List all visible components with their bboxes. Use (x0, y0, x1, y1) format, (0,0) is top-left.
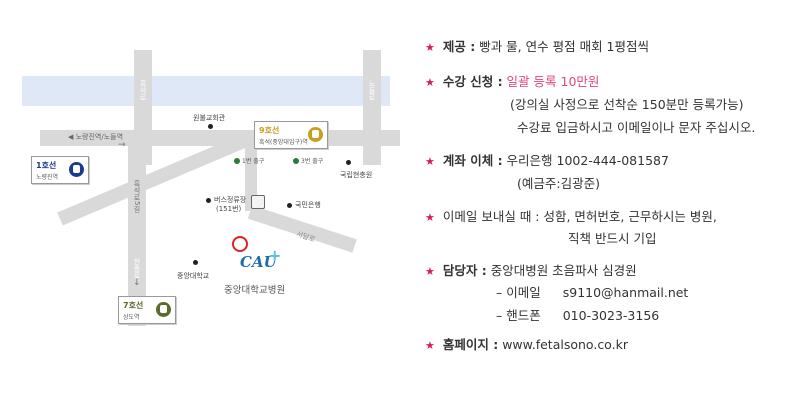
road-label-right: 노들로 (368, 80, 376, 101)
bus-stop-dot (206, 198, 211, 203)
email-note-text: 이메일 보내실 때 : 성함, 면허번호, 근무하시는 병원, (442, 209, 717, 224)
station-line7: 7호선 상도역 (118, 296, 176, 324)
road-diagonal-right (247, 205, 357, 253)
info-homepage: ★ 홈페이지 : www.fetalsono.co.kr (425, 334, 628, 353)
location-marker-icon (232, 236, 248, 252)
place-cemetery: 국립현충원 (340, 171, 373, 179)
place-church: 원불교회관 (193, 114, 226, 122)
contact-person: 중앙대병원 초음파사 심경원 (486, 263, 637, 278)
train-icon (69, 162, 84, 177)
star-icon: ★ (425, 76, 435, 89)
han-river (22, 76, 390, 106)
exit-a: 1번 출구 (234, 156, 264, 165)
transfer-holder: (예금주:김광준) (517, 176, 600, 191)
place-bus-number: (151번) (216, 205, 242, 213)
arrow-left-icon: ◀ (68, 133, 76, 141)
registration-label: 수강 신청 : (442, 74, 503, 89)
station-line9: 9호선 흑석(중앙대입구)역 (254, 121, 328, 149)
road-right-vertical (363, 50, 381, 165)
train-icon (156, 302, 171, 317)
station-line7-name: 상도역 (123, 314, 140, 321)
transfer-account: 우리은행 1002-444-081587 (502, 153, 669, 168)
contact-email[interactable]: s9110@hanmail.net (562, 285, 689, 300)
contact-email-label: – 이메일 (496, 285, 541, 300)
registration-note-2: 수강료 입금하시고 이메일이나 문자 주십시오. (517, 120, 756, 135)
contact-email-row: – 이메일 s9110@hanmail.net (496, 282, 688, 301)
place-university: 중앙대학교 (177, 272, 210, 280)
road-label-left: 흑석로 (139, 80, 147, 101)
cau-logo-text: CAU (240, 253, 277, 271)
bus-icon (251, 195, 265, 209)
cau-logo: CAU + (240, 246, 281, 271)
contact-phone: 010-3023-3156 (562, 308, 660, 323)
university-dot (193, 260, 198, 265)
road-short-mid (245, 146, 257, 211)
place-bus-stop: 버스정류장 (214, 196, 247, 204)
arrow-right-icon: → (118, 140, 126, 150)
church-dot (208, 124, 213, 129)
homepage-link[interactable]: www.fetalsono.co.kr (498, 337, 628, 352)
info-contact: ★ 담당자 : 중앙대병원 초음파사 심경원 (425, 260, 637, 279)
star-icon: ★ (425, 265, 435, 278)
station-line9-name: 흑석(중앙대입구)역 (259, 139, 308, 146)
exit-b: 3번 출구 (293, 156, 323, 165)
star-icon: ★ (425, 339, 435, 352)
station-line1-line: 1호선 (36, 161, 57, 170)
station-line7-line: 7호선 (123, 301, 144, 310)
contact-phone-label: – 핸드폰 (496, 308, 541, 323)
star-icon: ★ (425, 155, 435, 168)
road-label-mid: 흑석로5길 (133, 180, 141, 213)
place-bank: 국민은행 (295, 201, 321, 209)
course-info: ★ 제공 : 빵과 물, 연수 평점 매회 1평점씩 ★ 수강 신청 : 일괄 등록… (420, 0, 800, 419)
registration-fee: 일괄 등록 10만원 (502, 74, 600, 89)
exit-icon (293, 158, 299, 164)
station-line1: 1호선 노량진역 (31, 156, 89, 184)
info-email-note: ★ 이메일 보내실 때 : 성함, 면허번호, 근무하시는 병원, (425, 206, 717, 225)
star-icon: ★ (425, 211, 435, 224)
star-icon: ★ (425, 41, 435, 54)
contact-label: 담당자 : (442, 263, 487, 278)
cemetery-dot (346, 160, 351, 165)
train-icon (308, 127, 323, 142)
provision-label: 제공 : (442, 39, 476, 54)
road-label-north: ◀ 노량진역/노들역 (68, 133, 124, 141)
info-provision: ★ 제공 : 빵과 물, 연수 평점 매회 1평점씩 (425, 36, 649, 55)
station-line1-name: 노량진역 (36, 174, 59, 181)
station-line9-line: 9호선 (259, 126, 280, 135)
place-hospital: 중앙대학교병원 (224, 285, 286, 296)
arrow-down-icon: ↓ (133, 278, 141, 288)
homepage-label: 홈페이지 : (442, 337, 499, 352)
location-map: 흑석로 노들로 ◀ 노량진역/노들역 흑석로5길 현충로 서달로 ↓ → 원불교… (22, 50, 400, 326)
info-transfer: ★ 계좌 이체 : 우리은행 1002-444-081587 (425, 150, 669, 169)
bank-dot (287, 203, 292, 208)
road-label-lower: 현충로 (133, 258, 141, 279)
info-registration: ★ 수강 신청 : 일괄 등록 10만원 (425, 71, 599, 90)
contact-phone-row: – 핸드폰 010-3023-3156 (496, 305, 659, 324)
cross-icon: + (268, 246, 282, 265)
exit-icon (234, 158, 240, 164)
email-note-sub: 직책 반드시 기입 (568, 231, 657, 246)
transfer-label: 계좌 이체 : (442, 153, 503, 168)
provision-text: 빵과 물, 연수 평점 매회 1평점씩 (475, 39, 650, 54)
registration-note-1: (강의실 사정으로 선착순 150분만 등록가능) (510, 97, 744, 112)
